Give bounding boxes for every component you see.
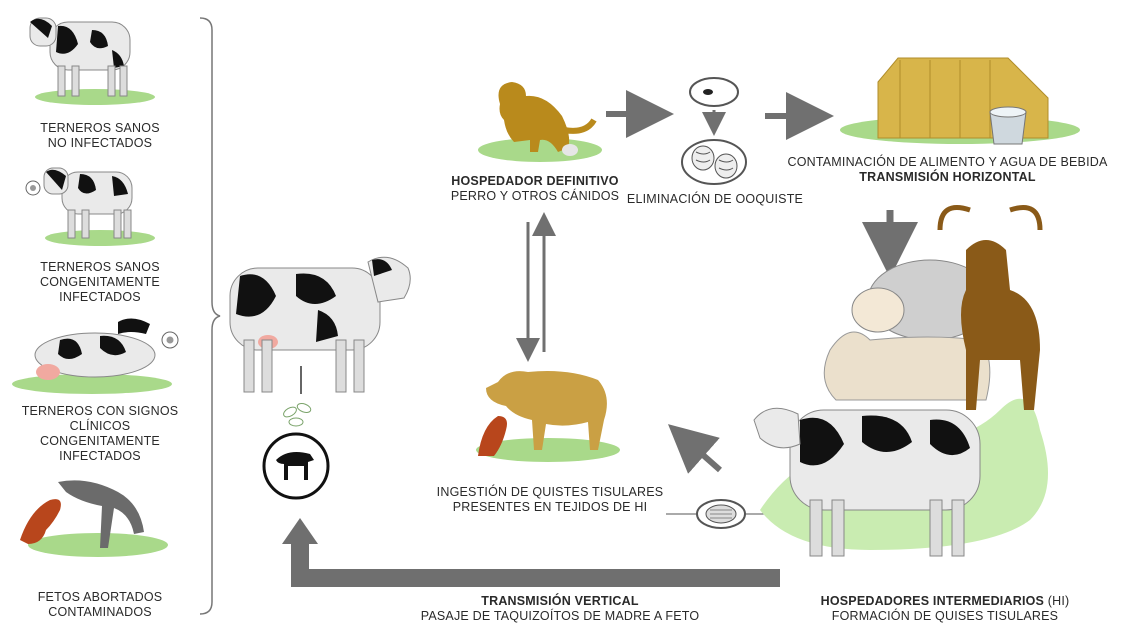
hay-and-water-illustration [840,58,1080,144]
intermediate-hosts-illustration [754,208,1048,557]
vertical-transmission-arrowhead [282,518,318,544]
intermediate-hosts-abbr: (HI) [1048,594,1070,608]
healthy-calf-illustration [30,18,155,105]
label-intermediate-hosts: HOSPEDADORES INTERMEDIARIOS (HI) FORMACI… [780,594,1110,624]
label-definitive-host: HOSPEDADOR DEFINITIVO PERRO Y OTROS CÁNI… [420,174,650,204]
label-contamination: CONTAMINACIÓN DE ALIMENTO Y AGUA DE BEBI… [780,155,1115,185]
sick-calf-illustration [12,318,178,394]
congenitally-infected-calf-illustration [26,168,155,246]
cyst-to-dog-arrow [686,440,720,470]
label-ingestion: INGESTIÓN DE QUISTES TISULARES PRESENTES… [430,485,670,515]
left-bracket [200,18,220,614]
tachyzoite-icon [282,402,312,426]
label-healthy-calves: TERNEROS SANOS NO INFECTADOS [15,121,185,151]
label-vertical-transmission: TRANSMISIÓN VERTICAL PASAJE DE TAQUIZOÍT… [400,594,720,624]
oocyst-icon [690,78,738,106]
definitive-host-dog-illustration [478,82,602,162]
label-oocyst-elimination: ELIMINACIÓN DE OOQUISTE [625,192,805,207]
pregnant-cow-illustration [230,257,410,392]
fetus-in-uterus-icon [264,434,328,498]
label-aborted-fetuses: FETOS ABORTADOS CONTAMINADOS [15,590,185,620]
label-congenitally-infected-calves: TERNEROS SANOS CONGENITAMENTE INFECTADOS [15,260,185,305]
dog-eating-tissue-illustration [476,371,620,462]
tissue-cyst-icon [666,500,776,528]
sporulated-oocyst-icon [682,140,746,184]
intermediate-hosts-title: HOSPEDADORES INTERMEDIARIOS [821,594,1044,608]
vertical-transmission-arrow [300,540,780,578]
aborted-fetus-illustration [20,480,168,557]
label-sick-calves: TERNEROS CON SIGNOS CLÍNICOS CONGENITAME… [15,404,185,464]
